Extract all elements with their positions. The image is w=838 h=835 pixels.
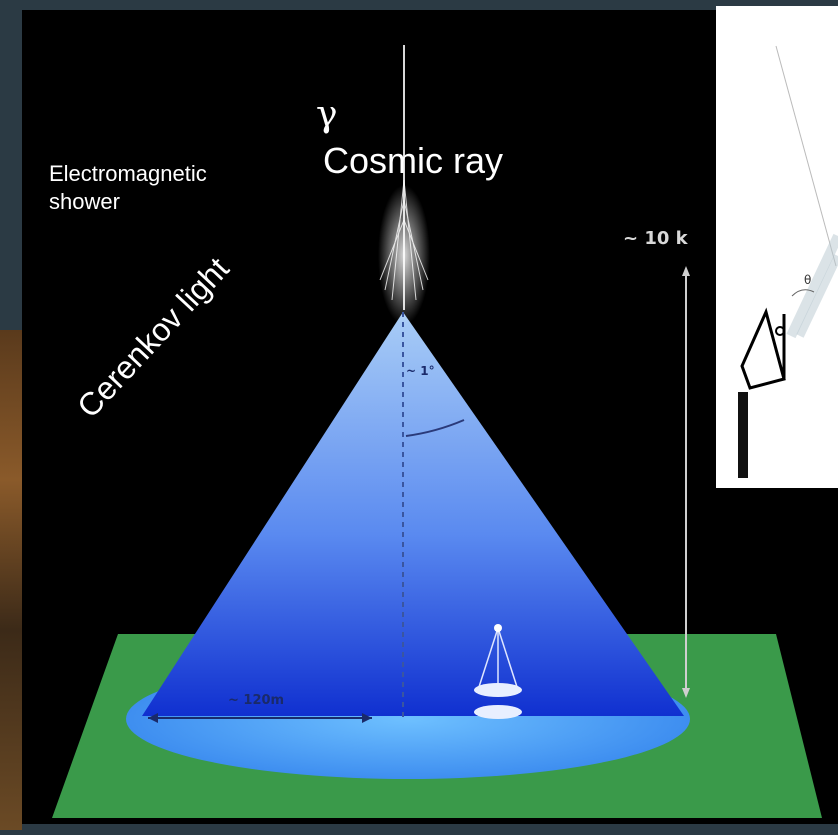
height-arrow-bottom <box>682 688 690 698</box>
em-shower-label-line1: Electromagnetic <box>49 161 207 186</box>
detector-dish-icon <box>474 624 522 719</box>
radius-label: ~ 120m <box>228 693 285 708</box>
height-arrow-top <box>682 266 690 276</box>
radius-arrow-left <box>148 713 158 723</box>
angle-label: ~ 1° <box>406 364 435 378</box>
height-label: ~ 10 k <box>623 228 688 249</box>
telescope-icon <box>738 45 838 478</box>
cosmic-ray-label: Cosmic ray <box>323 140 504 181</box>
em-shower-glow <box>378 185 430 325</box>
angle-arc <box>405 419 465 437</box>
cerenkov-cone <box>142 312 684 716</box>
background-photo-strip <box>0 330 22 830</box>
telescope-inset: θ <box>716 6 838 488</box>
radius-arrow-right <box>362 713 372 723</box>
em-shower-label-line2: shower <box>49 189 120 214</box>
em-shower-label: Electromagnetic shower <box>49 160 207 216</box>
em-shower-particles <box>379 179 429 301</box>
gamma-symbol: γ <box>316 94 338 135</box>
theta-label: θ <box>804 273 812 287</box>
